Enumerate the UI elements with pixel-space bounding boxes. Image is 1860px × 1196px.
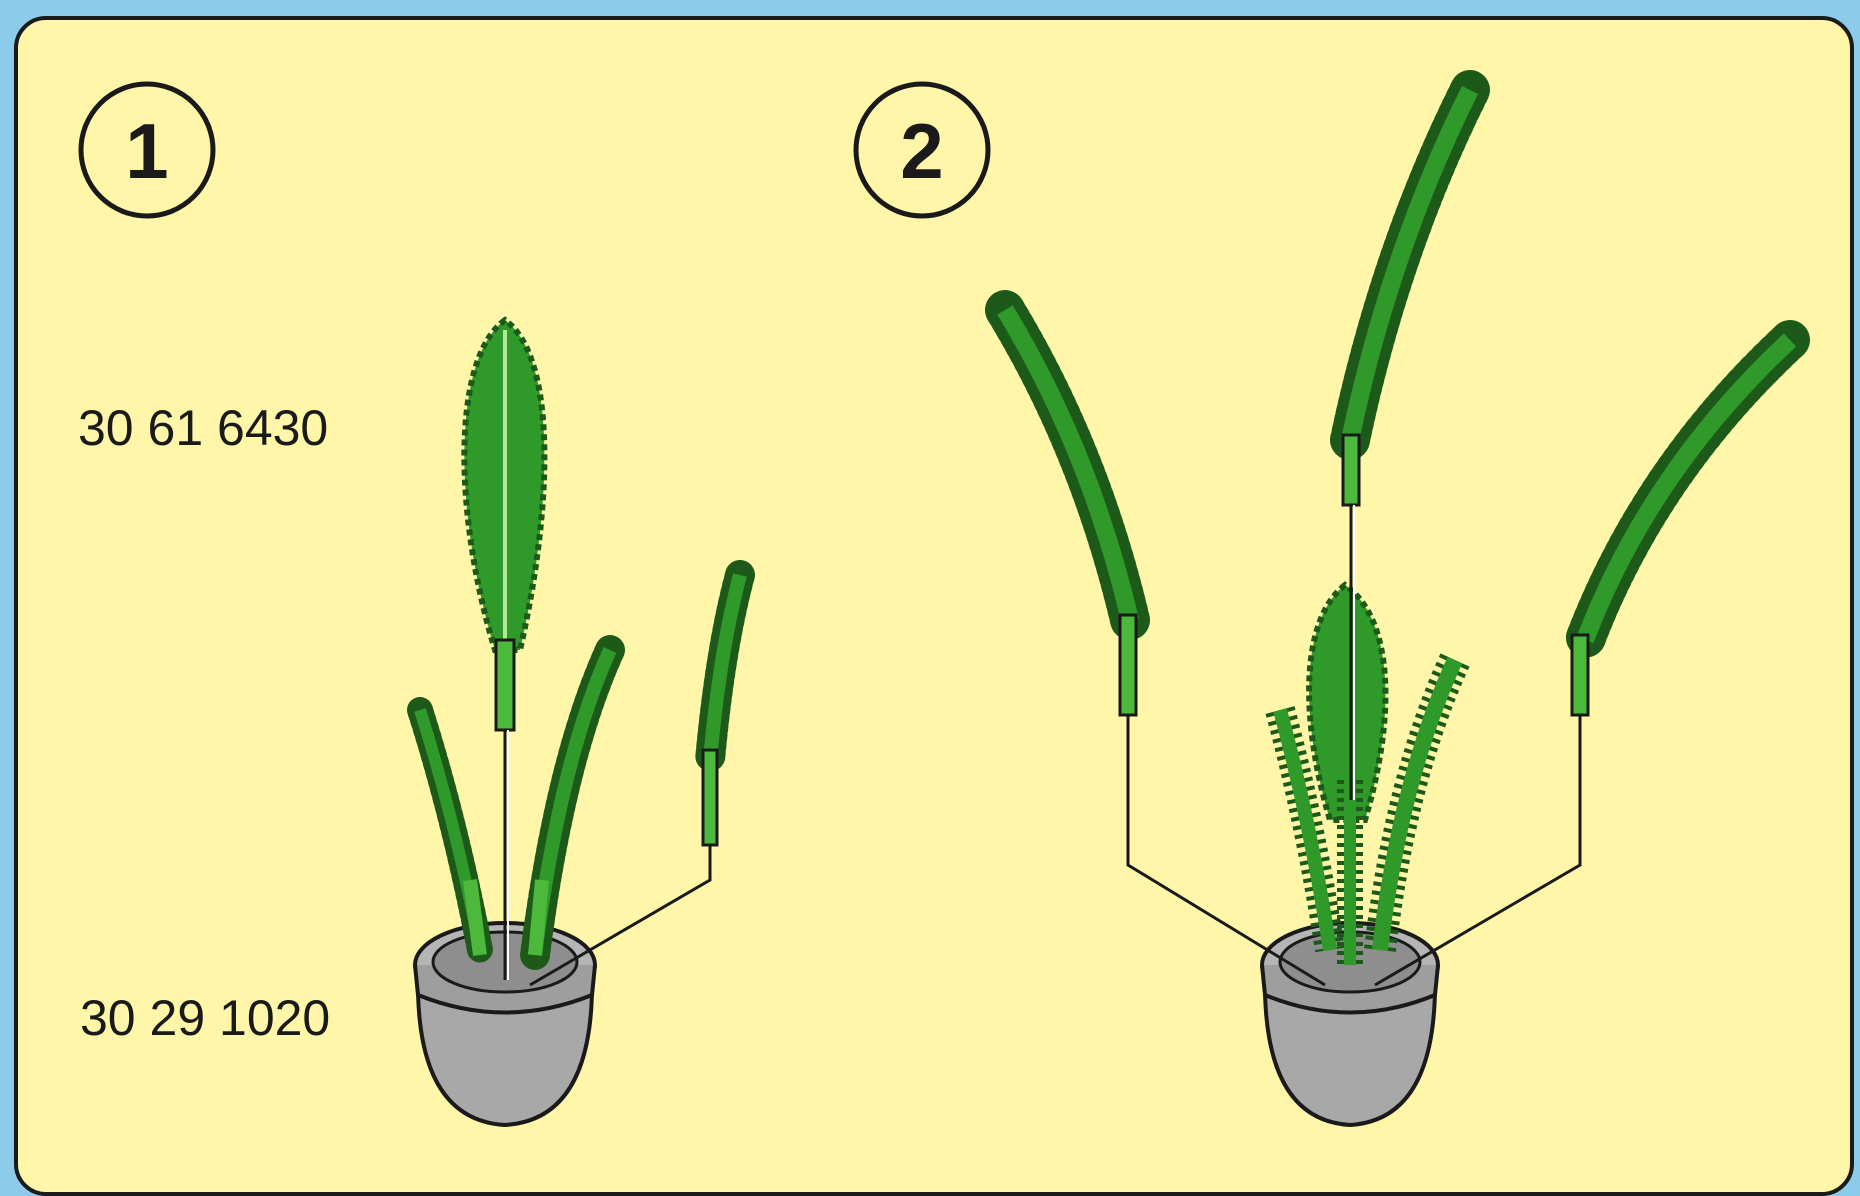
- step-1-badge: 1: [81, 84, 213, 216]
- part-code-frond: 30 61 6430: [78, 400, 328, 456]
- palm-frond-icon: [420, 710, 480, 955]
- palm-frond-icon: [1005, 310, 1325, 985]
- palm-frond-icon: [535, 650, 610, 955]
- step-2-badge: 2: [856, 84, 988, 216]
- palm-frond-icon: [1280, 585, 1455, 965]
- step-1-number: 1: [125, 107, 168, 195]
- part-code-pot: 30 29 1020: [80, 990, 330, 1046]
- step-2: 2: [856, 84, 1790, 1125]
- step-2-number: 2: [900, 107, 943, 195]
- step-1: 1 30 61 6430 30 29 1020: [78, 84, 740, 1125]
